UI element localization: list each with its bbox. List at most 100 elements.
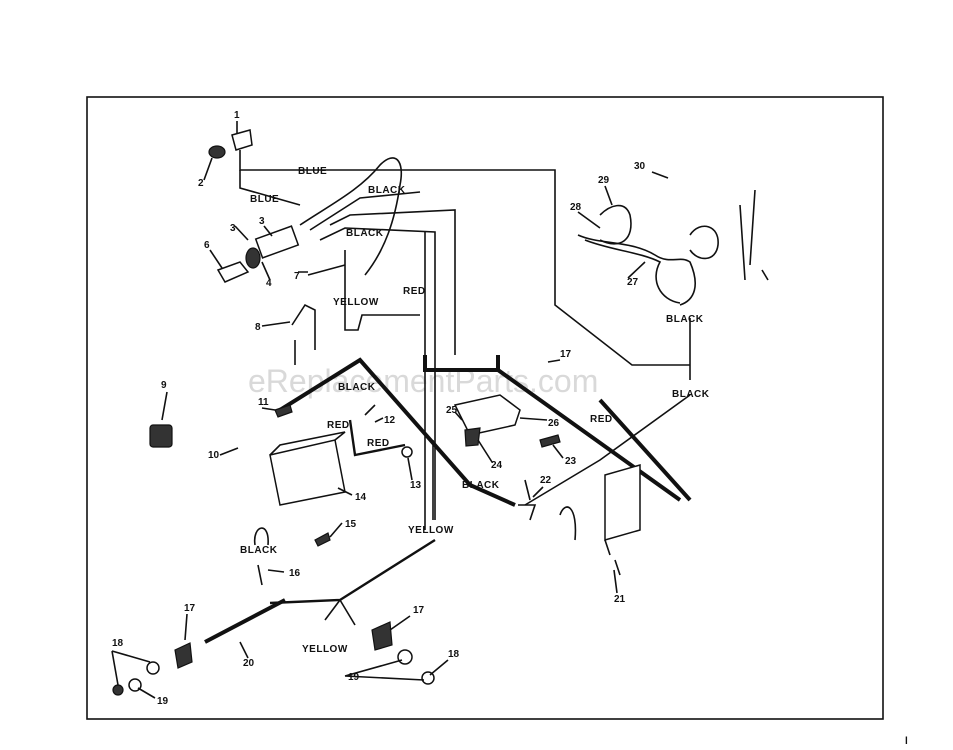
part-17-right xyxy=(371,621,393,651)
part-1-clip xyxy=(231,129,253,151)
wire-label-red-top: RED xyxy=(403,286,426,297)
part-18b-left xyxy=(112,684,124,696)
callout-15: 15 xyxy=(345,519,357,530)
wire-label-black-right2: BLACK xyxy=(672,389,710,400)
part-23 xyxy=(539,434,561,448)
callout-3b: 3 xyxy=(259,216,265,227)
bracket-21 xyxy=(604,464,641,541)
callout-19b: 19 xyxy=(348,672,360,683)
part-16-wire xyxy=(253,527,269,586)
callout-10: 10 xyxy=(208,450,220,461)
callout-11: 11 xyxy=(258,397,269,408)
harness-right xyxy=(739,189,769,281)
callout-29: 29 xyxy=(598,175,610,186)
callout-14: 14 xyxy=(355,492,367,503)
callout-18a: 18 xyxy=(112,638,124,649)
callout-7: 7 xyxy=(294,271,300,282)
wire-black-lower xyxy=(524,394,691,506)
wire-black-loop xyxy=(299,157,402,276)
battery-cable-2 xyxy=(348,419,406,457)
wire-label-yellow-bottom: YELLOW xyxy=(302,644,348,655)
wire-label-black-mid: BLACK xyxy=(346,228,384,239)
callout-26: 26 xyxy=(548,418,560,429)
part-15 xyxy=(314,532,331,547)
wire-label-yellow-top: YELLOW xyxy=(333,297,379,308)
callout-25: 25 xyxy=(446,405,458,416)
callout-21: 21 xyxy=(614,594,626,605)
callout-12: 12 xyxy=(384,415,396,426)
wire-label-blue-left: BLUE xyxy=(250,194,279,205)
callout-23: 23 xyxy=(565,456,577,467)
callout-6: 6 xyxy=(204,240,210,251)
diagram-frame xyxy=(86,96,884,720)
callout-17a: 17 xyxy=(184,603,196,614)
battery-cable-red xyxy=(423,355,682,502)
clamp-11 xyxy=(274,404,293,418)
corner-mark: l xyxy=(905,736,908,747)
callout-8: 8 xyxy=(255,322,261,333)
callout-22: 22 xyxy=(540,475,552,486)
part-13 xyxy=(401,446,413,458)
part-18-left xyxy=(146,661,160,675)
wire-label-black-lower: BLACK xyxy=(462,480,500,491)
callout-24: 24 xyxy=(491,460,503,471)
part-2 xyxy=(208,145,226,159)
harness-29 xyxy=(599,204,632,245)
wire-label-red-right: RED xyxy=(590,414,613,425)
part-12 xyxy=(364,404,376,416)
callout-16: 16 xyxy=(289,568,301,579)
wire-blue-left xyxy=(239,170,301,206)
callout-19a: 19 xyxy=(157,696,169,707)
wire-label-yellow-mid: YELLOW xyxy=(408,525,454,536)
battery-14 xyxy=(269,439,346,506)
harness-loop xyxy=(689,225,719,260)
shaft-20 xyxy=(204,598,286,644)
wire-7 xyxy=(307,264,346,276)
callout-20: 20 xyxy=(243,658,255,669)
callout-9: 9 xyxy=(161,380,167,391)
wire-blue-top xyxy=(239,150,690,366)
harness-27b xyxy=(584,239,681,304)
battery-14-top xyxy=(269,431,346,456)
callout-1: 1 xyxy=(234,110,240,121)
part-22 xyxy=(518,479,537,521)
wire-label-black-center: BLACK xyxy=(338,382,376,393)
callout-3a: 3 xyxy=(230,223,236,234)
wire-black-2 xyxy=(319,227,436,520)
solenoid-9 xyxy=(149,424,173,448)
callout-28: 28 xyxy=(570,202,582,213)
harness-27 xyxy=(577,234,696,306)
callout-18b: 18 xyxy=(448,649,460,660)
battery-cable-1 xyxy=(278,357,516,507)
wire-label-blue-top: BLUE xyxy=(298,166,327,177)
callout-13: 13 xyxy=(410,480,422,491)
callout-4: 4 xyxy=(266,278,272,289)
wire-label-red-center2: RED xyxy=(367,438,390,449)
wire-yellow-1 xyxy=(344,250,420,331)
wire-red-right xyxy=(598,398,692,502)
callout-2: 2 xyxy=(198,178,204,189)
wire-black-top xyxy=(309,191,421,231)
part-4-nut xyxy=(245,247,261,269)
wire-label-black-left: BLACK xyxy=(240,545,278,556)
part-30 xyxy=(651,171,669,179)
callout-17c: 17 xyxy=(560,349,572,360)
ignition-switch xyxy=(254,225,300,259)
callout-17b: 17 xyxy=(413,605,425,616)
key-6 xyxy=(216,261,250,283)
module-25 xyxy=(453,394,521,436)
wire-label-black-right: BLACK xyxy=(666,314,704,325)
wire-label-red-center1: RED xyxy=(327,420,350,431)
part-8 xyxy=(291,303,316,350)
callout-27: 27 xyxy=(627,277,639,288)
leader-lines xyxy=(111,121,646,699)
part-24 xyxy=(464,427,481,447)
wire-black-long xyxy=(329,209,456,355)
wire-yellow-fork xyxy=(324,599,356,626)
part-18-right xyxy=(397,649,413,665)
wire-label-black-top: BLACK xyxy=(368,185,406,196)
bracket-21b xyxy=(559,506,621,576)
callout-30: 30 xyxy=(634,161,646,172)
part-17-left xyxy=(174,642,193,669)
